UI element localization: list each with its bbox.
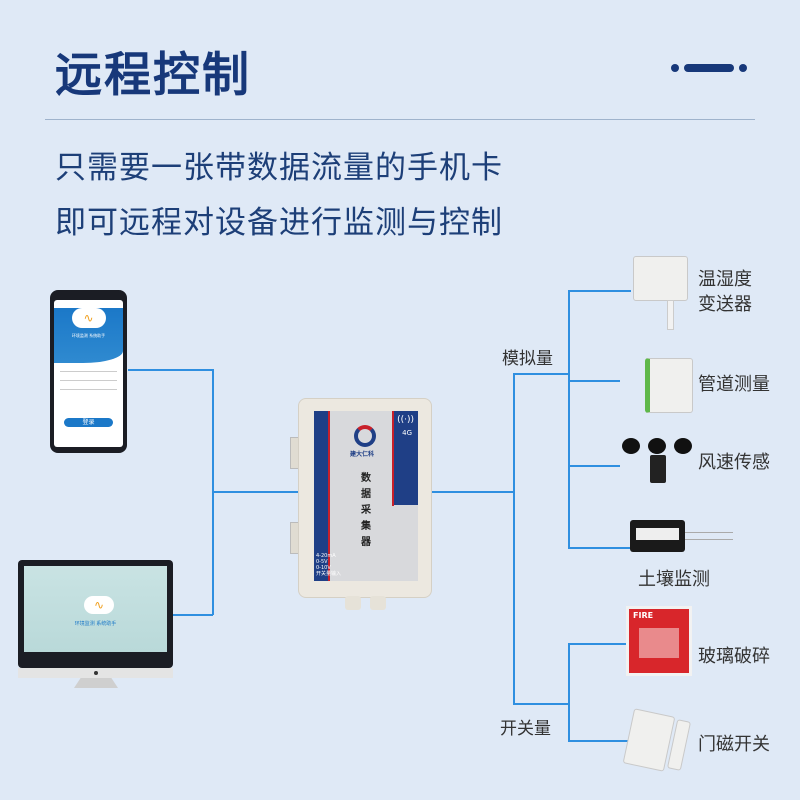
connector [568,465,620,467]
sensor-label-temp-humidity-2: 变送器 [698,294,752,315]
soil-probes [685,532,733,540]
sensor-label-soil: 土壤监测 [638,569,710,590]
connector [212,491,298,493]
login-button: 登录 [64,418,113,427]
connector [432,491,514,493]
connector [513,373,569,375]
connector [568,643,626,645]
cloud-logo-icon: ∿ [84,596,114,614]
cable-gland [345,596,361,610]
page-title: 远程控制 [55,48,251,103]
connector [568,740,628,742]
monitor-stand [74,678,118,688]
duct-sensor-image [645,358,693,413]
decor-dot [671,64,679,72]
probe [667,300,674,330]
sensor-label-door: 门磁开关 [698,734,770,755]
divider [45,119,755,120]
soil-sensor-image [630,520,685,552]
temp-humidity-sensor-image [633,256,688,301]
connector [568,380,620,382]
sensor-label-glass-break: 玻璃破碎 [698,646,770,667]
cloud-logo-icon: ∿ [71,308,106,328]
device-name: 数据采集器 [361,473,371,548]
connector [128,369,213,371]
decor-dash [684,64,734,72]
sensor-label-wind: 风速传感 [698,452,770,473]
subtitle-line-1: 只需要一张带数据流量的手机卡 [55,150,503,186]
monitor-slogan: 环境监测 系统助手 [74,621,117,627]
monitor-chin [18,668,173,678]
sensor-label-duct: 管道测量 [698,374,770,395]
anemometer-base [650,455,666,483]
group-label-analog: 模拟量 [502,349,553,369]
connector [568,643,570,741]
brand-logo-icon [354,425,376,447]
connector [513,703,569,705]
decor-dot [739,64,747,72]
smartphone: ∿ 环境监测 系统助手 登录 [50,290,127,453]
glass-break-alarm-image: FIRE [626,606,692,676]
signal-icon: ((·)) [397,415,414,425]
app-slogan: 环境监测 系统助手 [71,333,106,338]
anemometer-image [622,438,692,454]
fire-tag: FIRE [633,611,654,620]
subtitle-line-2: 即可远程对设备进行监测与控制 [55,205,503,241]
desktop-monitor: ∿ 环境监测 系统助手 [18,560,173,668]
cable-gland [370,596,386,610]
sensor-label-temp-humidity: 温湿度 [698,269,752,290]
connector [513,373,515,704]
network-label: 4G [402,429,412,437]
brand-name: 建大仁科 [350,451,375,458]
group-label-switch: 开关量 [500,719,551,739]
connector [173,614,213,616]
connector [568,290,631,292]
connector [568,290,570,548]
connector [568,547,630,549]
